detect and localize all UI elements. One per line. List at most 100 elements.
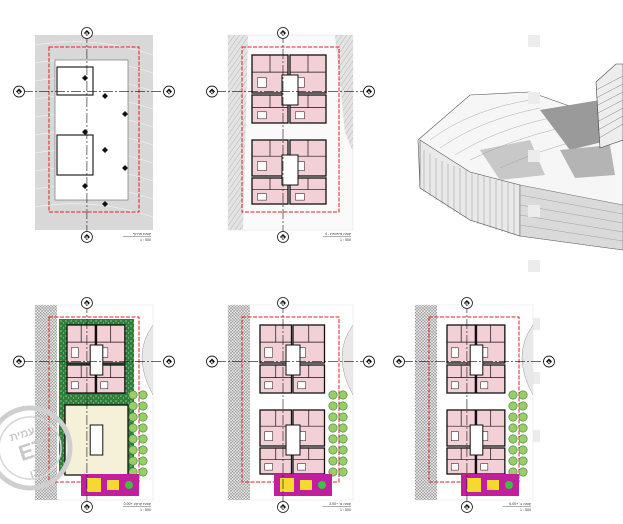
grid-axis-letter: B xyxy=(465,505,468,510)
grid-axis-letter: A xyxy=(210,359,213,364)
tree-icon xyxy=(508,445,518,455)
grid-axis-arrow-icon xyxy=(280,30,286,36)
tree-icon xyxy=(138,423,148,433)
grid-axis-letter: B xyxy=(281,31,284,36)
tree-icon xyxy=(338,390,348,400)
playground-icon xyxy=(318,481,326,489)
level-marker-icon xyxy=(82,75,88,81)
play-area xyxy=(487,480,499,490)
room xyxy=(297,381,306,390)
grid-axis-letter: B xyxy=(85,301,88,306)
stair-core xyxy=(469,344,484,376)
level-marker-icon xyxy=(102,201,108,207)
stair-core xyxy=(281,74,299,106)
grid-axis-arrow-icon xyxy=(280,234,286,240)
level-marker-icon xyxy=(82,183,88,189)
plan-caption: קומה א' +3.00 xyxy=(329,502,351,506)
level-marker-icon xyxy=(102,93,108,99)
plan-caption: קומה ב' +6.00 xyxy=(509,502,531,506)
tree-icon xyxy=(338,434,348,444)
play-area xyxy=(280,478,294,492)
play-area xyxy=(107,480,119,490)
tree-icon xyxy=(338,423,348,433)
room xyxy=(297,463,306,471)
stair-core xyxy=(89,344,104,376)
grid-axis-letter: A xyxy=(547,359,550,364)
room xyxy=(257,161,267,171)
grid-axis-letter: B xyxy=(281,301,284,306)
room xyxy=(480,381,489,390)
tree-icon xyxy=(128,434,138,444)
room xyxy=(264,347,273,358)
stair-core xyxy=(285,344,301,376)
room xyxy=(451,347,459,358)
tree-icon xyxy=(328,445,338,455)
tree-icon xyxy=(518,445,528,455)
room xyxy=(257,77,267,88)
plan-scale: 1 : 500 xyxy=(140,508,151,512)
tree-icon xyxy=(138,401,148,411)
plan-caption: קומת קרקע +0.00 xyxy=(124,502,151,506)
property-line xyxy=(241,46,340,213)
tree-icon xyxy=(328,456,338,466)
tree-icon xyxy=(328,401,338,411)
slope-area xyxy=(341,324,354,396)
grid-axis-arrow-icon xyxy=(166,88,172,95)
retaining-hatch xyxy=(415,305,437,500)
grid-axis-letter: A xyxy=(167,89,170,94)
grid-axis-arrow-icon xyxy=(546,358,552,365)
grid-axis-letter: B xyxy=(85,505,88,510)
grid-axis-arrow-icon xyxy=(16,358,22,365)
retaining-hatch xyxy=(228,305,250,500)
tree-icon xyxy=(328,434,338,444)
tree-icon xyxy=(518,412,528,422)
grid-axis-arrow-icon xyxy=(16,88,22,95)
tree-icon xyxy=(128,423,138,433)
property-line xyxy=(48,46,140,213)
tree-icon xyxy=(338,412,348,422)
tree-icon xyxy=(518,456,528,466)
tree-icon xyxy=(138,467,148,477)
room xyxy=(264,381,273,390)
tree-icon xyxy=(338,456,348,466)
room xyxy=(264,463,273,471)
plan-scale: 1 : 500 xyxy=(340,238,351,242)
stair-core xyxy=(285,424,301,456)
tree-icon xyxy=(128,401,138,411)
basement-core xyxy=(56,134,94,176)
floor-plan-p3: A A B B קומת קרקע +0.00 1 : 500 xyxy=(13,297,175,513)
room xyxy=(451,463,459,471)
grid-axis-arrow-icon xyxy=(209,358,215,365)
tree-icon xyxy=(328,390,338,400)
tree-icon xyxy=(508,412,518,422)
room xyxy=(451,431,459,441)
grid-axis-letter: A xyxy=(397,359,400,364)
grid-axis-letter: A xyxy=(17,359,20,364)
plan-caption: קומה טיפוסית - 4 xyxy=(325,232,351,236)
playground-icon xyxy=(125,481,133,489)
lobby-area xyxy=(64,404,129,476)
tree-icon xyxy=(338,467,348,477)
stair-core xyxy=(281,154,299,186)
room xyxy=(257,111,267,120)
tree-icon xyxy=(518,423,528,433)
tree-icon xyxy=(338,401,348,411)
tree-icon xyxy=(128,412,138,422)
tree-icon xyxy=(518,434,528,444)
play-area xyxy=(300,480,312,490)
grid-axis-letter: A xyxy=(167,359,170,364)
tree-icon xyxy=(508,390,518,400)
grid-axis-arrow-icon xyxy=(280,504,286,510)
level-marker-icon xyxy=(102,147,108,153)
tree-icon xyxy=(508,401,518,411)
grid-axis-arrow-icon xyxy=(366,88,372,95)
room xyxy=(100,381,109,390)
tree-icon xyxy=(138,456,148,466)
tree-icon xyxy=(338,445,348,455)
tree-icon xyxy=(138,434,148,444)
tree-icon xyxy=(138,445,148,455)
